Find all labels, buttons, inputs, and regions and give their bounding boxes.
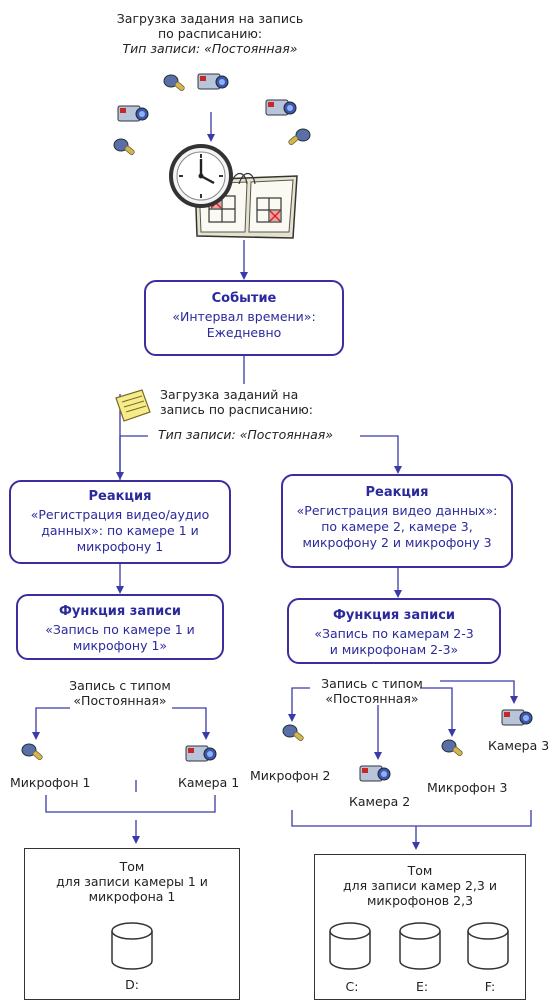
right-reaction-title: Реакция bbox=[365, 485, 429, 500]
left-function-box: Функция записи «Запись по камере 1 и мик… bbox=[16, 594, 224, 660]
schedule2-line-1: Загрузка заданий на bbox=[160, 387, 299, 402]
right-function-line-2: и микрофонам 2-3» bbox=[329, 642, 459, 657]
camera-icon bbox=[117, 105, 149, 122]
calendar-icon bbox=[194, 172, 298, 239]
left-reaction-box: Реакция «Регистрация видео/аудио данных»… bbox=[9, 480, 231, 564]
disk-c-label: C: bbox=[345, 979, 359, 994]
left-function-title: Функция записи bbox=[58, 604, 182, 619]
left-mic-label: Микрофон 1 bbox=[10, 775, 91, 790]
camera-icon bbox=[501, 709, 533, 726]
left-volume-box: Том для записи камеры 1 и микрофона 1 D: bbox=[24, 848, 240, 1000]
right-reaction-box: Реакция «Регистрация видео данных»: по к… bbox=[281, 474, 513, 568]
event-line-1: «Интервал времени»: bbox=[172, 309, 316, 324]
disk-icon bbox=[399, 922, 441, 970]
left-reaction-line-1: «Регистрация видео/аудио bbox=[30, 507, 210, 522]
microphone-icon bbox=[282, 724, 304, 742]
schedule2-line-2: запись по расписанию: bbox=[160, 402, 313, 417]
top-schedule-text: Загрузка задания на запись по расписанию… bbox=[105, 11, 315, 56]
schedule2-text: Загрузка заданий на запись по расписанию… bbox=[160, 387, 313, 417]
microphone-icon bbox=[21, 743, 43, 761]
cam2-label: Камера 2 bbox=[349, 794, 411, 809]
disk-icon bbox=[329, 922, 371, 970]
right-rec-type: Запись с типом «Постоянная» bbox=[304, 676, 440, 706]
top-line-1: Загрузка задания на запись bbox=[116, 11, 304, 26]
right-reaction-line-1: «Регистрация видео данных»: bbox=[296, 503, 498, 518]
microphone-icon bbox=[113, 138, 135, 156]
left-volume-line-1: Том bbox=[119, 859, 145, 874]
top-line-2: по расписанию: bbox=[157, 26, 263, 41]
left-volume-line-3: микрофона 1 bbox=[88, 889, 176, 904]
disk-e-label: E: bbox=[415, 979, 429, 994]
left-reaction-line-2: данных»: по камере 1 и bbox=[41, 523, 199, 538]
event-line-2: Ежедневно bbox=[206, 325, 282, 340]
right-volume-line-2: для записи камер 2,3 и bbox=[343, 878, 497, 893]
event-title: Событие bbox=[211, 291, 277, 306]
camera-icon bbox=[185, 745, 217, 762]
mic3-label: Микрофон 3 bbox=[427, 780, 508, 795]
right-volume-line-1: Том bbox=[407, 863, 433, 878]
right-volume-box: Том для записи камер 2,3 и микрофонов 2,… bbox=[314, 854, 526, 1000]
disk-icon bbox=[467, 922, 509, 970]
microphone-icon bbox=[288, 128, 311, 146]
right-function-title: Функция записи bbox=[332, 608, 456, 623]
right-function-box: Функция записи «Запись по камерам 2-3 и … bbox=[287, 598, 501, 664]
camera-icon bbox=[359, 765, 391, 782]
right-rec-type-line-2: «Постоянная» bbox=[325, 691, 419, 706]
cam3-label: Камера 3 bbox=[488, 738, 550, 753]
camera-icon bbox=[265, 99, 297, 116]
left-reaction-title: Реакция bbox=[88, 489, 152, 504]
disk-f-label: F: bbox=[484, 979, 496, 994]
microphone-icon bbox=[163, 74, 185, 92]
note-icon bbox=[115, 389, 151, 422]
disk-d-label: D: bbox=[125, 977, 139, 992]
mic2-label: Микрофон 2 bbox=[250, 768, 331, 783]
left-rec-type-line-2: «Постоянная» bbox=[73, 693, 167, 708]
right-reaction-line-3: микрофону 2 и микрофону 3 bbox=[302, 535, 492, 550]
event-box: Событие «Интервал времени»: Ежедневно bbox=[144, 280, 344, 356]
camera-icon bbox=[197, 73, 229, 90]
left-function-line-1: «Запись по камере 1 и bbox=[45, 622, 195, 637]
left-rec-type-line-1: Запись с типом bbox=[69, 678, 171, 693]
left-function-line-2: микрофону 1» bbox=[72, 638, 168, 653]
left-volume-line-2: для записи камеры 1 и bbox=[56, 874, 208, 889]
disk-icon bbox=[111, 922, 153, 970]
top-line-3: Тип записи: «Постоянная» bbox=[122, 41, 298, 56]
microphone-icon bbox=[441, 739, 463, 757]
left-rec-type: Запись с типом «Постоянная» bbox=[60, 678, 180, 708]
left-reaction-line-3: микрофону 1 bbox=[76, 539, 164, 554]
schedule2-line-3: Тип записи: «Постоянная» bbox=[158, 427, 334, 442]
left-cam-label: Камера 1 bbox=[178, 775, 240, 790]
right-volume-line-3: микрофонов 2,3 bbox=[366, 893, 474, 908]
clock-icon bbox=[169, 144, 233, 208]
right-reaction-line-2: по камере 2, камере 3, bbox=[321, 519, 473, 534]
right-function-line-1: «Запись по камерам 2-3 bbox=[314, 626, 474, 641]
right-rec-type-line-1: Запись с типом bbox=[321, 676, 423, 691]
